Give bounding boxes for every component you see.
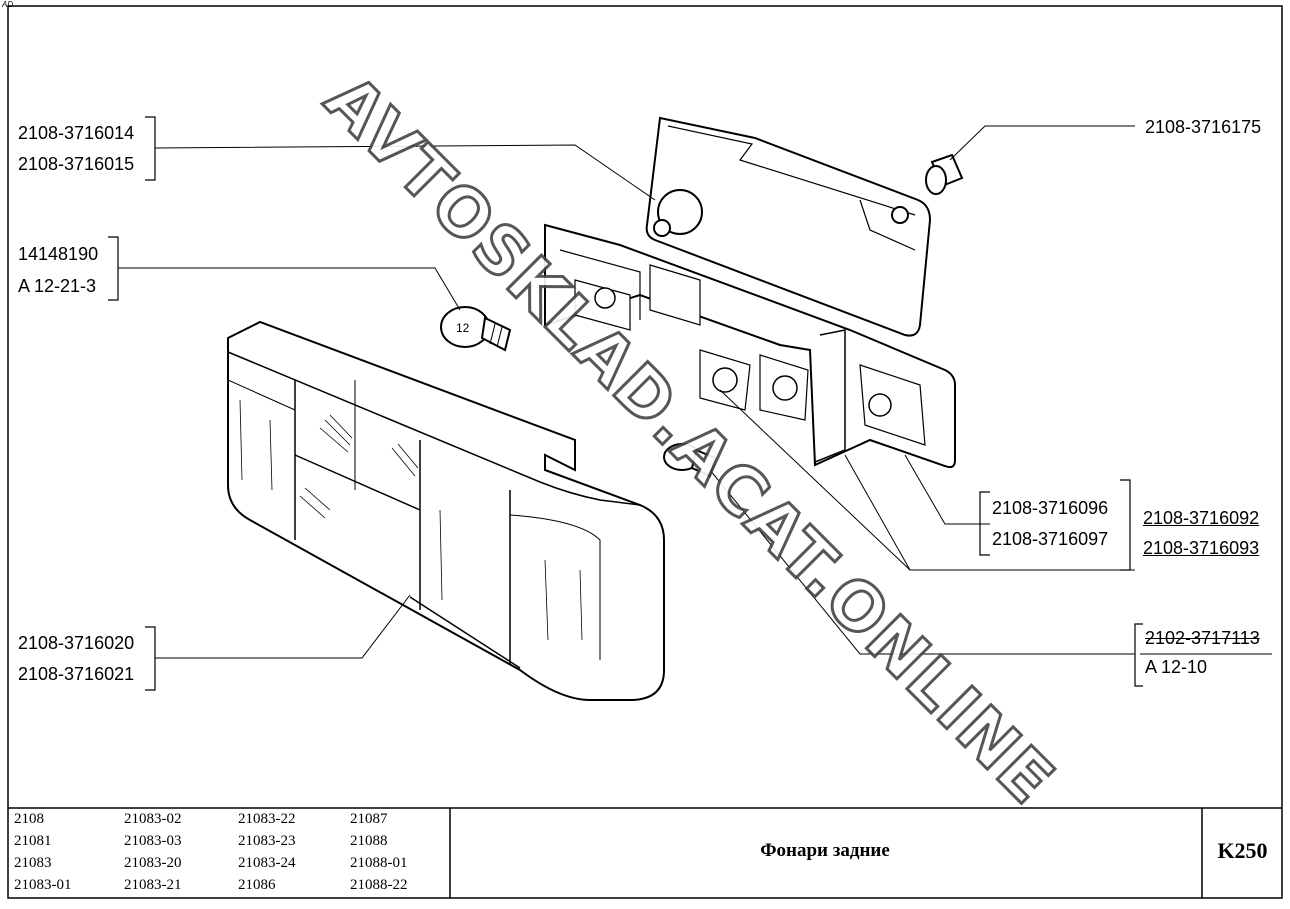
label-2108-3716175: 2108-3716175 [1145, 117, 1262, 137]
model-item: 21087 [350, 811, 388, 827]
bulb-holder-board [544, 223, 956, 469]
models-column-3: 21083-22 21083-23 21083-24 21086 [238, 808, 296, 896]
label-2108-3716015: 2108-3716015 [18, 154, 135, 174]
models-column-2: 21083-02 21083-03 21083-20 21083-21 [124, 808, 182, 896]
leader-lines [118, 125, 1272, 659]
diagram-title: Фонари задние [760, 840, 890, 861]
label-2108-3716014: 2108-3716014 [18, 123, 135, 143]
bulb-marking: 12 [456, 321, 470, 335]
bulb-a-12-10 [663, 443, 717, 478]
models-column-1: 2108 21081 21083 21083-01 [14, 808, 72, 896]
model-item: 21083-21 [124, 877, 182, 893]
model-item: 21088-22 [350, 877, 408, 893]
label-2108-3716096: 2108-3716096 [992, 498, 1109, 518]
model-item: 2108 [14, 811, 44, 827]
model-item: 21083-02 [124, 811, 182, 827]
model-item: 21083-22 [238, 811, 296, 827]
label-brackets [108, 116, 1143, 691]
label-14148190: 14148190 [18, 244, 99, 264]
label-2108-3716020: 2108-3716020 [18, 633, 135, 653]
label-a-12-21-3: A 12-21-3 [18, 276, 97, 296]
model-item: 21088 [350, 833, 388, 849]
outer-frame [7, 5, 1283, 899]
label-2102-3717113: 2102-3717113 [1145, 628, 1260, 648]
model-item: 21083-01 [14, 877, 72, 893]
tail-lamp-lens [227, 320, 665, 701]
corner-mark: AD [2, 0, 14, 9]
diagram-code: K250 [1217, 838, 1268, 863]
model-item: 21083-03 [124, 833, 182, 849]
label-a-12-10: A 12-10 [1145, 657, 1208, 677]
lamp-cover-plate [645, 116, 932, 337]
model-item: 21081 [14, 833, 52, 849]
label-2108-3716093: 2108-3716093 [1143, 538, 1260, 558]
model-item: 21083 [14, 855, 52, 871]
model-item: 21083-23 [238, 833, 296, 849]
label-2108-3716021: 2108-3716021 [18, 664, 135, 684]
model-item: 21086 [238, 877, 276, 893]
bulb-2108-3716175 [925, 153, 964, 195]
model-item: 21083-24 [238, 855, 296, 871]
model-item: 21088-01 [350, 855, 408, 871]
models-column-4: 21087 21088 21088-01 21088-22 [350, 808, 408, 896]
label-2108-3716092: 2108-3716092 [1143, 508, 1260, 528]
label-2108-3716097: 2108-3716097 [992, 529, 1109, 549]
model-item: 21083-20 [124, 855, 182, 871]
bulb-14148190 [440, 306, 512, 352]
